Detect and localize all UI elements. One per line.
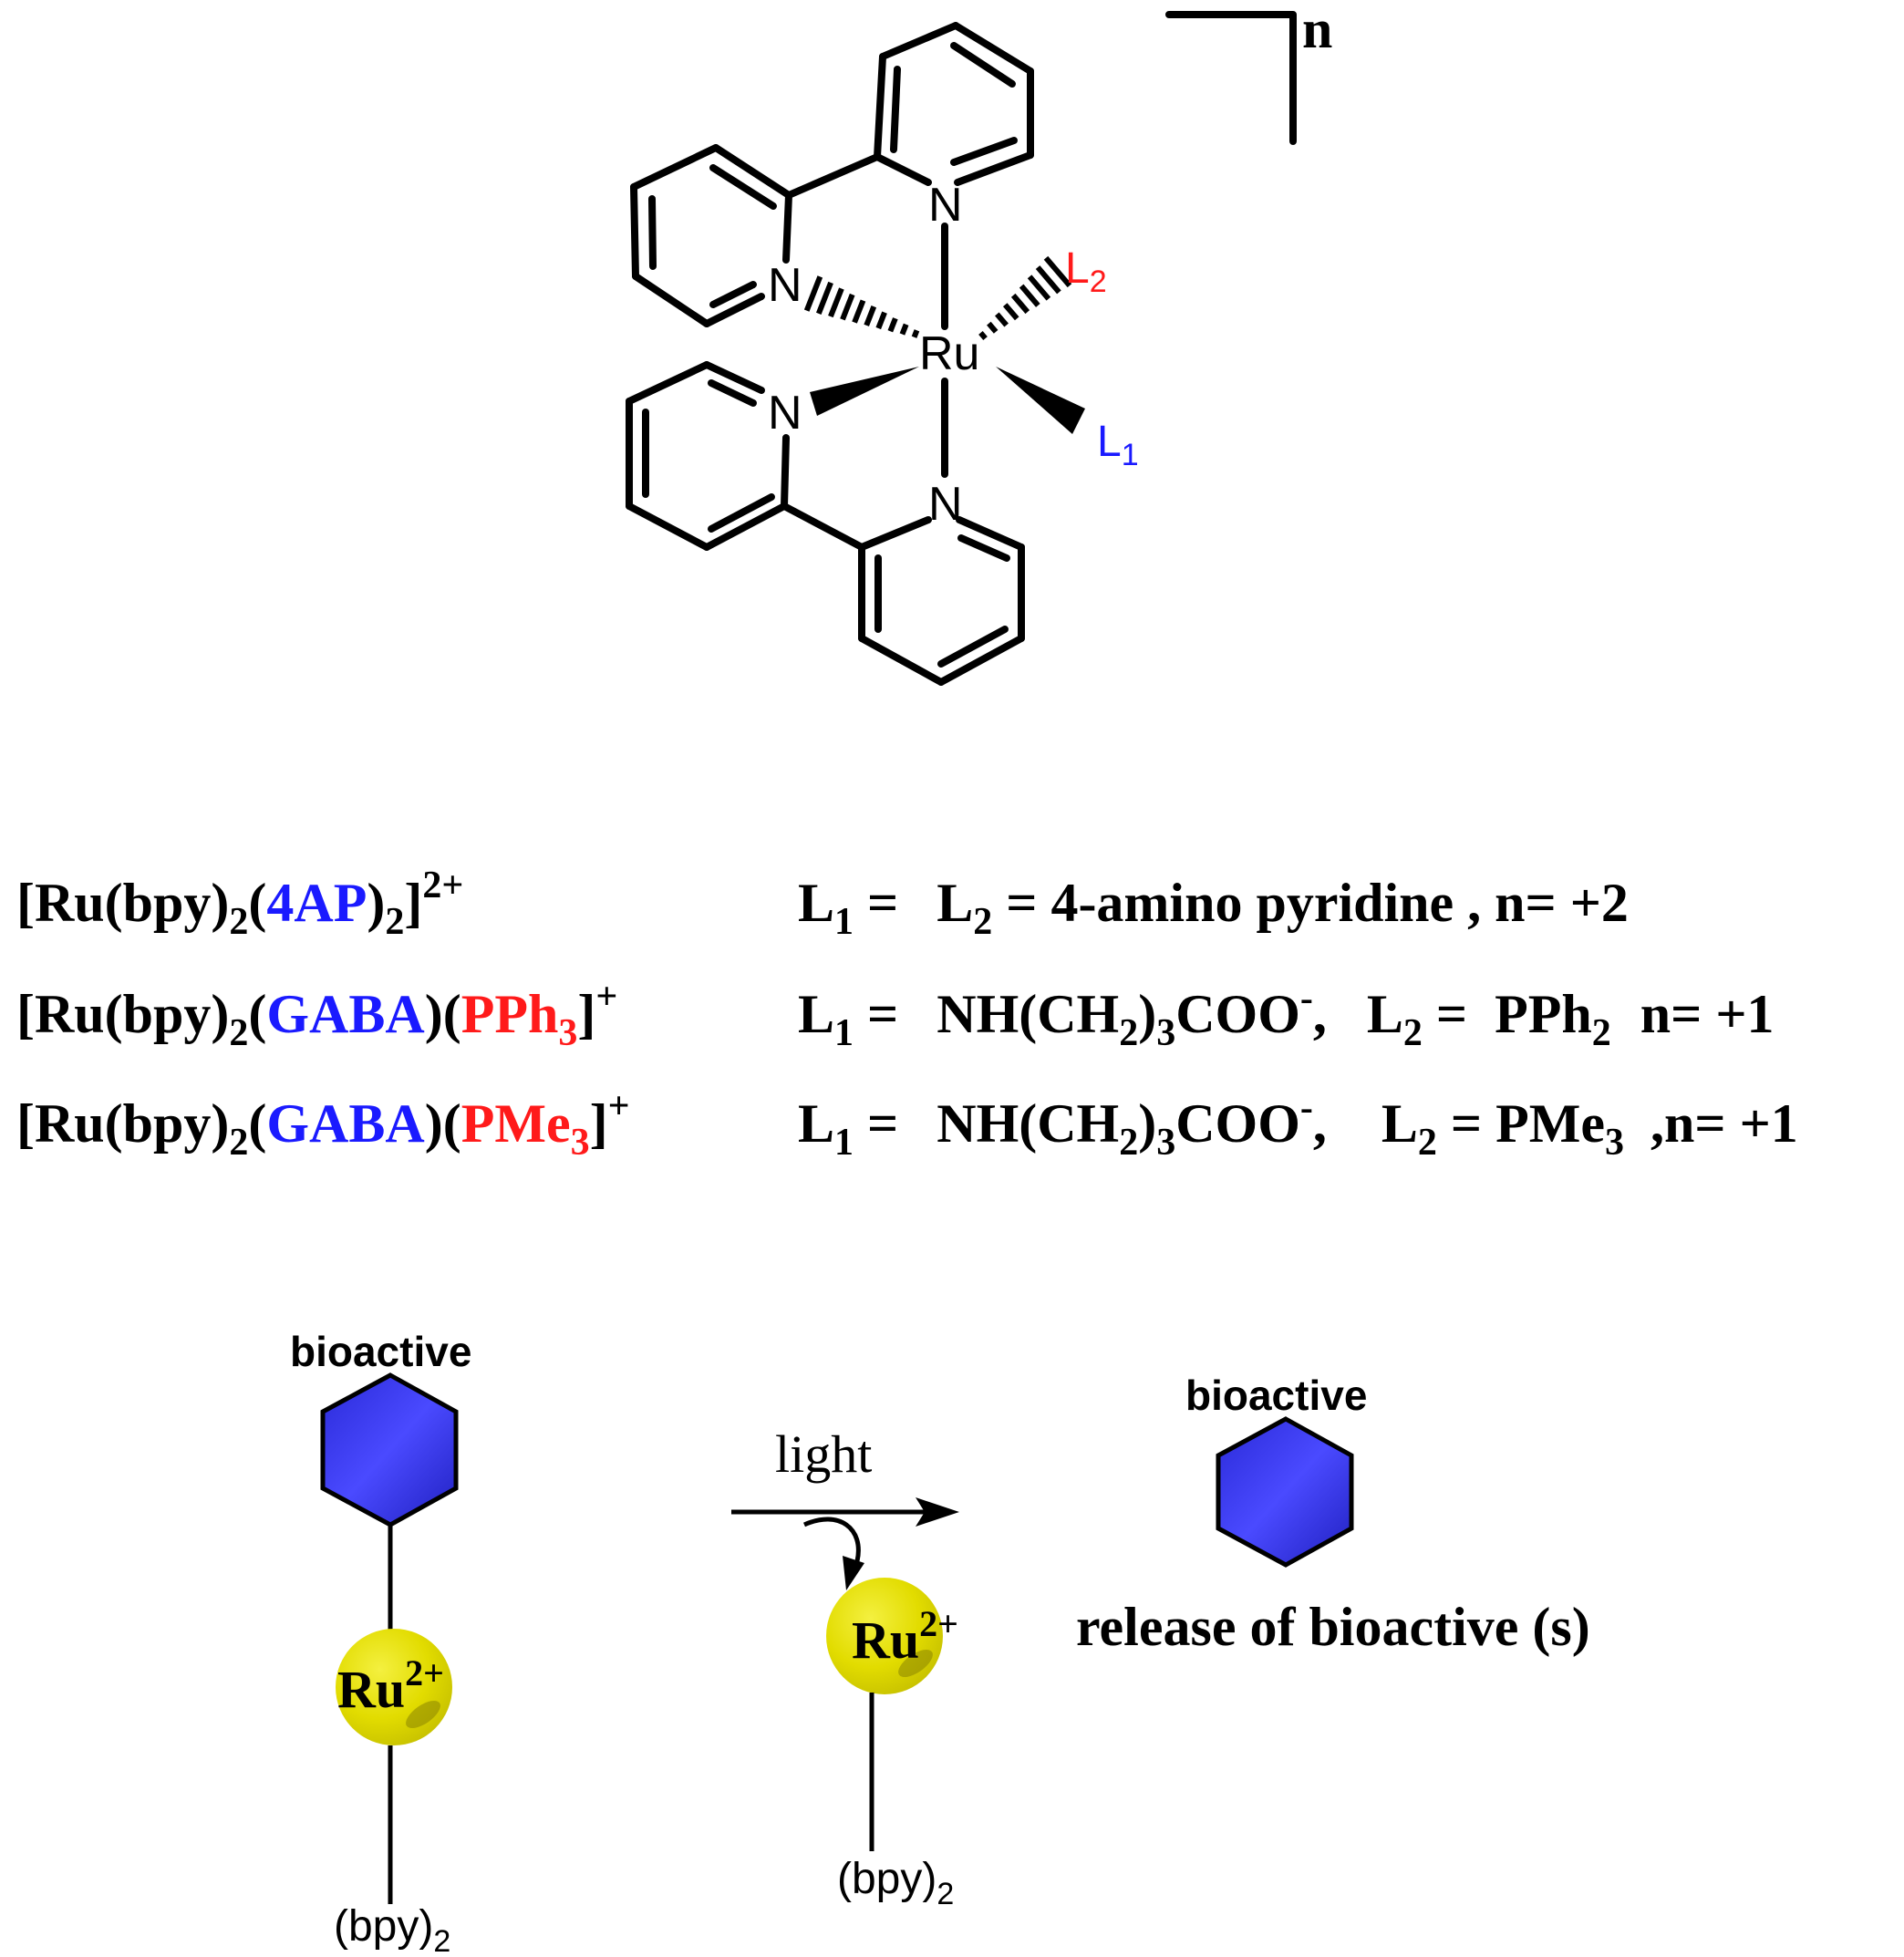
n-atom-label: N (928, 179, 963, 232)
hash-mark (852, 299, 866, 324)
ru-metal-label: Ru (919, 327, 979, 380)
bioactive-hexagon (320, 1372, 459, 1527)
free-ru-complex: Ru2+ (bpy)2 (826, 1578, 958, 1911)
n-atom-label: N (768, 259, 802, 312)
hash-mark (864, 305, 877, 326)
ru-sphere-label: Ru2+ (852, 1603, 958, 1670)
bpy-label: (bpy)2 (837, 1855, 954, 1911)
ru-sphere-label: Ru2+ (337, 1652, 444, 1719)
ligand-definition-gaba-pme3: L1 =NH(CH2)3COO-,L2 = PMe3 ,n= +1 (798, 1087, 1798, 1164)
complex-list: [Ru(bpy)2(4AP)2]2+ L1 =L2 = 4-amino pyri… (16, 865, 1798, 1164)
charge-n-label: n (1302, 0, 1332, 59)
hash-mark (887, 317, 898, 333)
ru-sphere-highlight (898, 1649, 933, 1678)
light-label: light (775, 1424, 872, 1484)
pyridine-ring-upper-left (630, 144, 792, 327)
charge-bracket (1165, 11, 1297, 145)
n-atom-label: N (768, 387, 802, 440)
release-scheme: bioactive Ru2+ (bpy)2 light Ru2+ (bpy)2 (290, 1328, 1590, 1957)
reaction-arrow: light (731, 1424, 959, 1590)
ru-sphere-highlight (406, 1700, 440, 1729)
bound-complex: bioactive Ru2+ (bpy)2 (290, 1328, 471, 1957)
bioactive-label: bioactive (1185, 1372, 1367, 1419)
arrow-head (916, 1497, 959, 1527)
pyridine-ring-lower-right (858, 516, 1025, 686)
hashed-bond-ru-n-left (803, 275, 920, 338)
released-bioactive: bioactive release of bioactive (s) (1076, 1372, 1590, 1657)
bpy-bridge-lower (781, 502, 865, 551)
atom-labels: N N N N Ru n L2 L1 (768, 0, 1332, 531)
ligand-definition-4ap: L1 =L2 = 4-amino pyridine , n= +2 (798, 873, 1629, 943)
curved-arrow-head (843, 1556, 864, 1590)
hash-mark (875, 311, 887, 330)
hash-mark (1019, 284, 1040, 307)
hash-mark (828, 287, 844, 318)
bioactive-label: bioactive (290, 1328, 471, 1375)
n-atom-label: N (928, 478, 963, 531)
pyridine-ring-upper-right (874, 22, 1034, 186)
complex-formula-4ap: [Ru(bpy)2(4AP)2]2+ (16, 865, 463, 943)
bpy-label: (bpy)2 (334, 1902, 450, 1957)
hash-mark (1010, 293, 1030, 315)
curved-electron-arrow (802, 1517, 861, 1562)
ligand-l2-label: L2 (1065, 244, 1107, 299)
ligand-l1-label: L1 (1097, 418, 1139, 472)
hash-mark (1043, 255, 1072, 288)
hash-mark (995, 312, 1009, 327)
hash-mark (840, 293, 855, 321)
hash-mark (978, 331, 988, 340)
wedge-bond-ru-n-left (810, 367, 919, 416)
ru-bpy-structure (626, 11, 1297, 686)
hash-mark (899, 323, 909, 336)
hash-mark (815, 281, 833, 315)
bioactive-hexagon (1216, 1416, 1354, 1568)
bpy-bridge-upper (785, 153, 881, 199)
hash-mark (1027, 274, 1051, 301)
wedge-bond-ru-l1 (996, 367, 1085, 434)
hash-mark (1035, 265, 1061, 295)
complex-formula-gaba-pph3: [Ru(bpy)2(GABA)(PPh3]+ (16, 976, 617, 1054)
hash-mark (1002, 303, 1019, 321)
hash-mark (911, 329, 920, 338)
hash-mark (987, 321, 999, 334)
hashed-bond-ru-l2 (978, 255, 1072, 340)
release-label: release of bioactive (s) (1076, 1597, 1590, 1657)
complex-formula-gaba-pme3: [Ru(bpy)2(GABA)(PMe3]+ (16, 1085, 630, 1164)
pyridine-ring-lower-left (626, 361, 790, 551)
hash-mark (803, 275, 823, 312)
